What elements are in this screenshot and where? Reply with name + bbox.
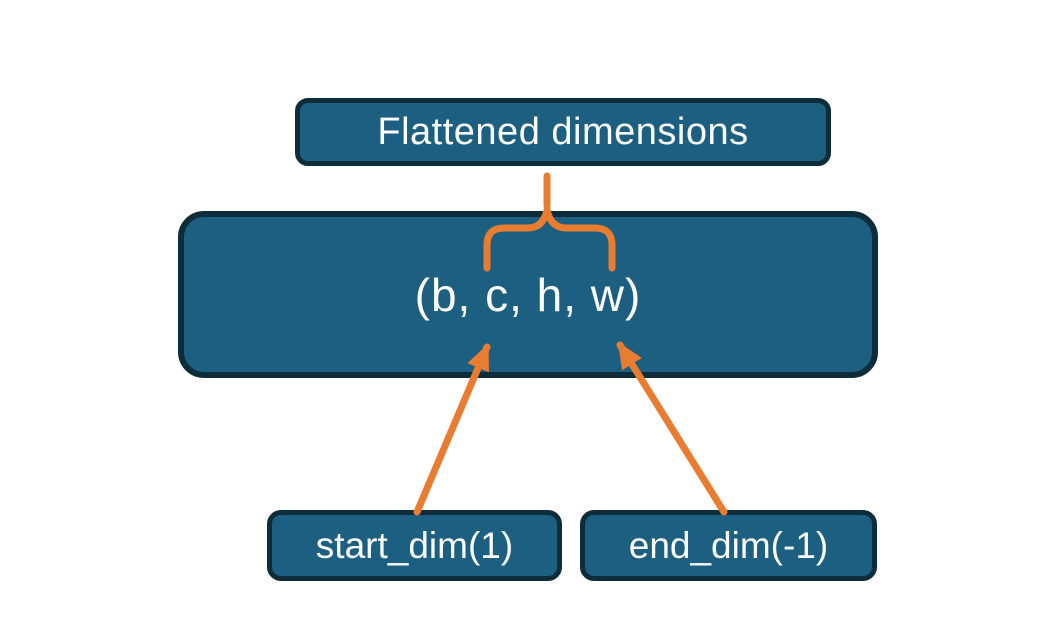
flattened-dimensions-label: Flattened dimensions: [377, 110, 749, 153]
flattened-dimensions-box: Flattened dimensions: [295, 98, 831, 166]
end-dim-label: end_dim(-1): [628, 524, 829, 566]
start-dim-box: start_dim(1): [267, 510, 562, 581]
end-dim-box: end_dim(-1): [580, 510, 877, 581]
start-dim-label: start_dim(1): [315, 524, 514, 566]
tensor-shape-box: (b, c, h, w): [178, 211, 878, 378]
tensor-shape-label: (b, c, h, w): [414, 268, 642, 321]
